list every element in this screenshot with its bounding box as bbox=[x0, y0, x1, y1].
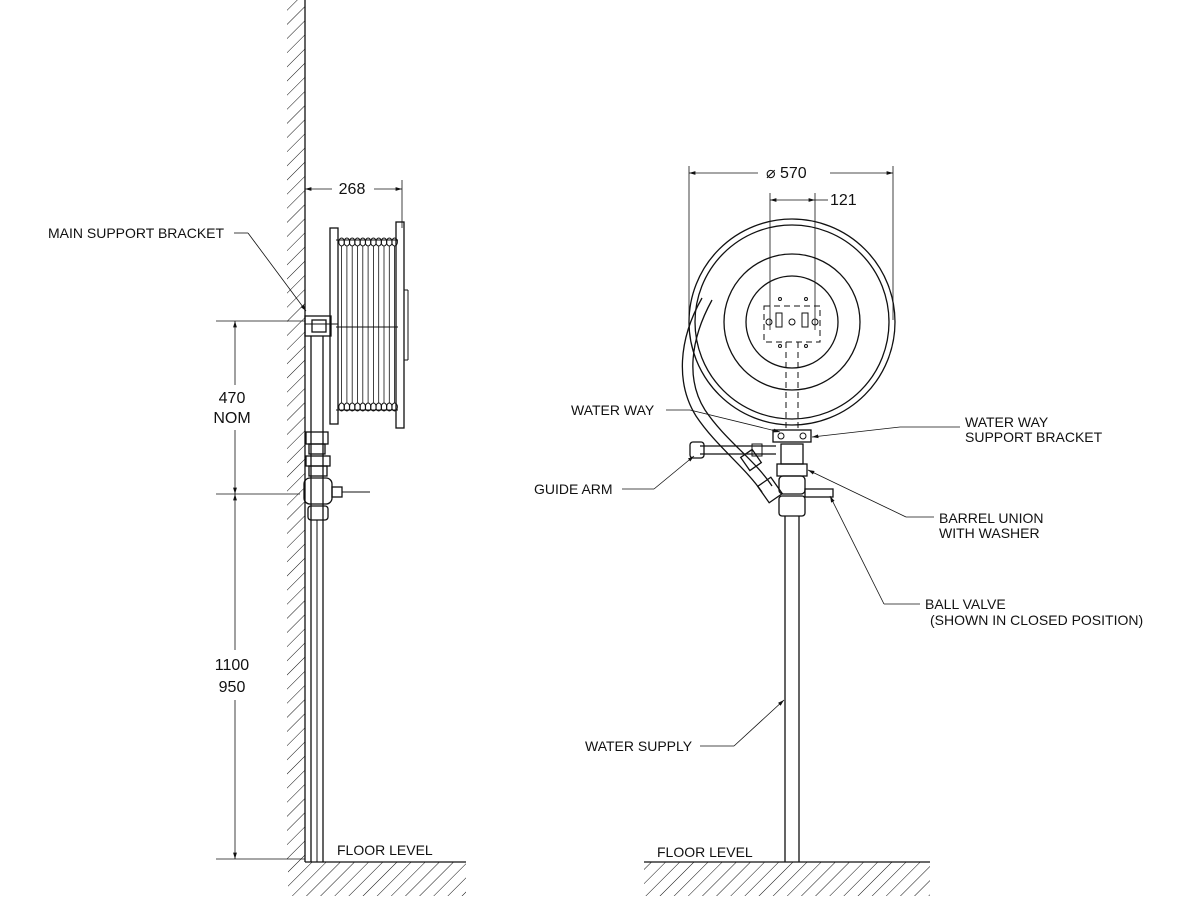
hose-coil-top bbox=[364, 237, 372, 247]
center-dim-label: 121 bbox=[830, 192, 857, 209]
guide-arm-label: GUIDE ARM bbox=[534, 481, 613, 497]
ball-valve-label-2: (SHOWN IN CLOSED POSITION) bbox=[930, 612, 1143, 628]
side-floor-level-label: FLOOR LEVEL bbox=[337, 842, 433, 858]
water-supply-label: WATER SUPPLY bbox=[585, 738, 693, 754]
ball-valve-label-1: BALL VALVE bbox=[925, 596, 1006, 612]
water-way-label: WATER WAY bbox=[571, 402, 655, 418]
water-way-support-bracket bbox=[772, 429, 812, 443]
side-supply-pipe bbox=[310, 336, 324, 862]
front-leaders bbox=[622, 409, 960, 747]
diameter-dimension bbox=[688, 166, 894, 320]
hose-coil-top bbox=[343, 237, 351, 247]
front-valve-assembly bbox=[776, 443, 834, 517]
hose-coil-top bbox=[348, 237, 356, 247]
wall bbox=[287, 0, 306, 862]
guide-arm bbox=[689, 441, 776, 459]
width-dim-label: 268 bbox=[339, 181, 366, 198]
barrel-union-label-2: WITH WASHER bbox=[939, 525, 1040, 541]
width-dimension bbox=[304, 180, 403, 230]
diameter-symbol: ⌀ bbox=[766, 165, 776, 182]
hose-coils bbox=[338, 237, 398, 412]
front-view: ⌀ 570 121 WATER WAY WATER WAY SUPPORT BR… bbox=[534, 165, 1143, 896]
side-floor bbox=[288, 861, 466, 896]
diameter-label: 570 bbox=[780, 165, 807, 182]
hose bbox=[681, 297, 784, 504]
hose-coil-top bbox=[338, 237, 345, 247]
side-valve-assembly bbox=[303, 431, 370, 521]
main-support-bracket bbox=[304, 315, 338, 337]
water-way-support-bracket-label-2: SUPPORT BRACKET bbox=[965, 429, 1103, 445]
front-supply-pipe bbox=[784, 516, 800, 862]
reel-front bbox=[688, 218, 896, 426]
hose-coil-top bbox=[386, 237, 393, 247]
center-dimension bbox=[769, 193, 828, 330]
barrel-union-label-1: BARREL UNION bbox=[939, 510, 1044, 526]
height-lower-label-a: 1100 bbox=[215, 657, 250, 674]
side-view: 268 470 NOM 1100 950 MAIN SUPPORT BRACKE… bbox=[48, 0, 466, 896]
hose-coil-top bbox=[380, 237, 388, 247]
hose-coil-top bbox=[354, 237, 361, 247]
water-way-support-bracket-label-1: WATER WAY bbox=[965, 414, 1049, 430]
main-support-bracket-leader bbox=[234, 232, 307, 312]
hose-coil-top bbox=[375, 237, 383, 247]
hose-coil-top bbox=[370, 237, 377, 247]
front-floor bbox=[644, 861, 930, 896]
height-lower-label-b: 950 bbox=[219, 679, 246, 696]
height-upper-label-b: NOM bbox=[213, 410, 250, 427]
height-upper-label-a: 470 bbox=[219, 390, 246, 407]
main-support-bracket-label: MAIN SUPPORT BRACKET bbox=[48, 225, 225, 241]
front-floor-level-label: FLOOR LEVEL bbox=[657, 844, 753, 860]
hose-coil-top bbox=[359, 237, 367, 247]
height-dimension bbox=[216, 320, 305, 860]
